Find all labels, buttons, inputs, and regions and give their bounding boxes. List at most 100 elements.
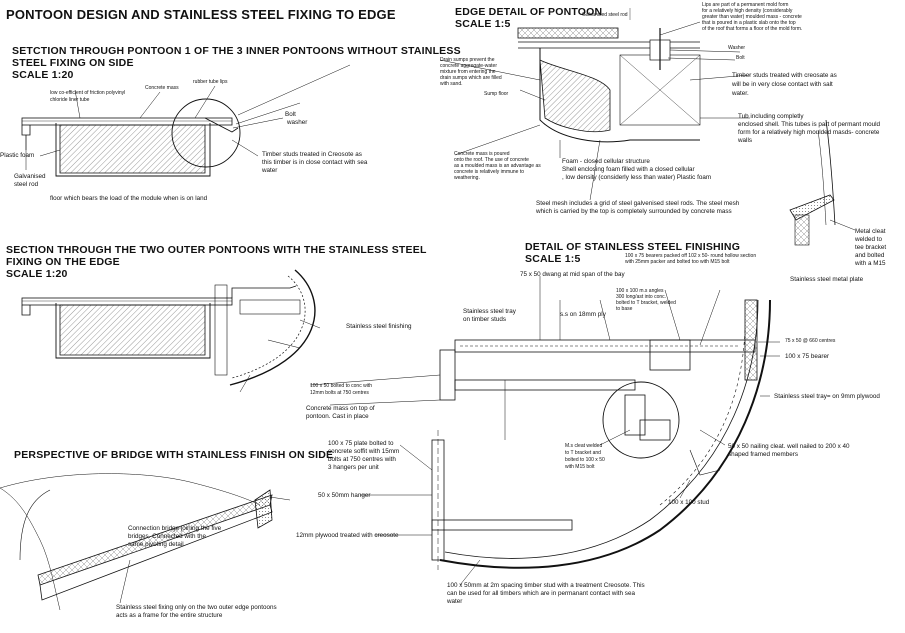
section2-scale: SCALE 1:20 [6,268,68,280]
s3-only-label: Stainless steel fixing only on the two o… [116,604,277,611]
edge-lips-label-3: greater than water) moulded mass - concr… [702,14,802,20]
s1-bolt-label: Bolt [285,111,296,118]
edge-foam-label-3: , low density (considerly less than wate… [562,174,712,181]
edge-tub-label-4: walls [738,137,752,144]
ss-ply-label: s.s on 18mm ply [560,311,606,318]
s2-finishing-label: Stainless steel finishing [346,323,412,330]
s1-friction-label: low co-efficient of friction polyvinyl [50,90,126,96]
ss-angles-label-3: bolted to T bracket, welded [616,300,676,306]
bridge-perspective-body [37,494,273,586]
s2-concmass-label: Concrete mass on top of [306,405,375,412]
ss-cleat-label-2: to T bracket and [565,450,601,456]
edge-detail-drawing [439,8,856,246]
edge-sump-label: Sump floor [484,91,509,97]
ss-spacing-label: 100 x 50mm at 2m spacing timber stud wit… [447,582,645,589]
ss-cleat-label-4: with M15 bolt [565,464,595,470]
ss-angles-label: 100 x 100 m.s angles [616,288,664,294]
s1-washer-label: washer [287,119,308,126]
edge-cleat-label-2: welded to [855,236,882,243]
edge-lips-label-2: for a relatively high density (considera… [702,8,793,14]
ss-spacing-label-2: can be used for all timbers which are in… [447,590,635,597]
ss-detail-circle [602,381,680,459]
edge-tub-label: Tub including completly [738,113,804,120]
edge-drain-label-2: concrete aggregate-water [440,63,497,69]
edge-mesh-label-2: which is carried by the top is completel… [536,208,732,215]
section1-drawing [21,64,351,177]
section2-title: SECTION THROUGH THE TWO OUTER PONTOONS W… [6,244,427,256]
ss-plywood-label: 12mm plywood treated with creosote [296,532,399,539]
edge-lips-label-4: that is poured in a plastic slab onto th… [702,20,796,26]
ss-tray-label: Stainless steel tray [463,308,516,315]
s1-plastic-foam-label: Plastic foam [0,152,35,159]
ss-bearer-label: 100 x 75 bearer [785,353,830,360]
edge-tub-label-3: form for a relatively high moulded masds… [738,129,880,136]
edge-poured-label-5: weathering. [454,175,480,181]
s3-connection-label-3: same pivoting detail [128,541,184,548]
edge-timber-label-3: water. [732,90,749,97]
edge-drain-label-5: with sand. [440,81,463,87]
section1-scale: SCALE 1:20 [12,69,74,81]
ss-nailing-label-2: shaped framed members [728,451,798,458]
section1-foam-body [59,124,206,174]
ss-plate-label-4: 3 hangers per unit [328,464,379,471]
edge-drain-label: Drain sumps prevent the [440,57,495,63]
edge-drain-label-4: drain sumps which are filled [440,75,502,81]
s1-timber-label-3: water [262,167,278,174]
edge-detail-scale: SCALE 1:5 [455,18,511,30]
section2-title-line2: FIXING ON THE EDGE [6,256,120,268]
s3-only-label-2: acts as a frame for the entire structure [116,612,223,619]
ss-tray-ply-label: Stainless steel tray= on 9mm plywood [774,393,880,400]
section1-title-line2: STEEL FIXING ON SIDE [12,57,134,69]
edge-poured-label-3: as a moulded mass is an advantage as [454,163,541,169]
s3-connection-label: Connection bridge joining the five [128,525,222,532]
edge-lips-label-5: of the roof that forms a floor of the mo… [702,26,803,32]
section3-title: PERSPECTIVE OF BRIDGE WITH STAINLESS FIN… [14,449,334,461]
ss-spacing-label-3: water [447,598,463,605]
ss-angles-label-4: to base [616,306,633,312]
edge-plate-label: Stainless steel metal plate [790,276,864,283]
ss-cleat-label: M.s cleat welded [565,443,603,449]
ss-bearers-label-2: with 25mm packer and bolted too with M15… [625,259,730,265]
s1-concrete-mass-label: Concrete mass [145,85,179,91]
ss-angles-label-2: 300 long/ast into conc. [616,294,667,300]
ss-hanger-label: 50 x 50mm hanger [318,492,371,499]
edge-cleat-label-4: and bolted [855,252,885,259]
edge-washer-label: Washer [728,45,746,51]
ss-plate-label-3: bolts at 750 centres with [328,456,396,463]
section2-curved-finish [229,269,316,386]
edge-galv-rod-label: Galvanised steel rod [582,12,628,18]
edge-tub-label-2: enclosed shell. This tubes is part of pe… [738,121,880,128]
edge-cleat-label-3: tee bracket [855,244,887,251]
s1-timber-label-2: this timber is in close contact with sea [262,159,368,166]
s3-connection-label-2: bridges. Connected with the [128,533,207,540]
ss-stud-label: 100 x 100 stud [668,499,710,506]
edge-timber-label-2: will be in very close contact with salt [732,81,833,88]
edge-cleat-label-5: with a M15 [855,260,886,267]
section3-perspective [0,473,291,611]
s2-bolted-label: 100 x 50 bolted to conc with [310,383,372,389]
edge-lips-label: Lips are part of a permanent mold form [702,2,789,8]
s2-bolted-label-2: 12mm bolts at 750 centres [310,390,369,396]
s1-galvanised-label: Galvanised [14,173,46,180]
edge-foam-label-2: Shell enclosing foam filled with a close… [562,166,695,173]
edge-drain-label-3: mixture from entering the [440,69,496,75]
ss-dwang-label: 75 x 50 dwang at mid span of the bay [520,271,625,278]
edge-cleat-label: Metal cleat [855,228,886,235]
edge-timber-label: Timber studs treated with creosate as [732,72,837,79]
s2-concmass-label-2: pontoon. Cast in place [306,413,369,420]
ss-bearers-label: 100 x 75 bearers packed off 102 x 50- ro… [625,253,757,259]
edge-poured-label: Concrete mass is poured [454,151,510,157]
ss-curved-tray [439,299,771,569]
main-title: PONTOON DESIGN AND STAINLESS STEEL FIXIN… [6,7,396,22]
edge-poured-label-4: concrete is relatively immune to [454,169,525,175]
edge-tub-shell [539,48,700,143]
edge-poured-label-2: onto the roof. The use of concrete [454,157,529,163]
ss-cleat-label-3: bolted to 100 x 50 [565,457,605,463]
s1-friction-label-2: chloride liner tube [50,97,90,103]
section1-deck [21,117,233,126]
edge-bolt-label: Bolt [736,55,745,61]
ss-nailing-label: 50 x 50 nailing cleat. well nailed to 20… [728,443,850,450]
section1-title: SETCTION THROUGH PONTOON 1 OF THE 3 INNE… [12,45,461,57]
